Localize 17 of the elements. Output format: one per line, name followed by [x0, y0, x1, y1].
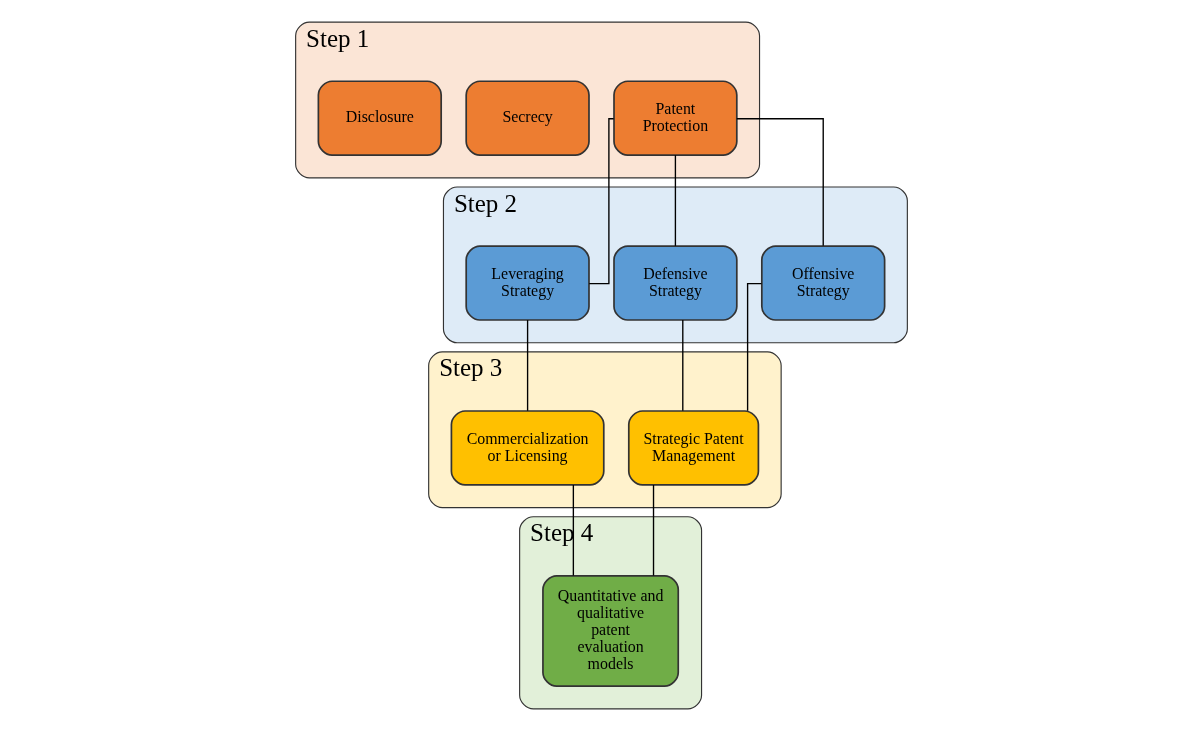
- connector: [652, 484, 654, 577]
- node-box: Offensive Strategy: [760, 245, 885, 321]
- connector: [681, 319, 683, 412]
- node-box: Disclosure: [317, 80, 442, 156]
- node-box: Secrecy: [464, 80, 590, 156]
- connector: [572, 484, 574, 577]
- connector: [526, 319, 528, 412]
- node-box: Strategic Patent Management: [627, 410, 759, 486]
- node-box: Patent Protection: [612, 80, 738, 156]
- node-box: Leveraging Strategy: [464, 245, 590, 321]
- node-box: Defensive Strategy: [612, 245, 738, 321]
- connector: [674, 154, 676, 247]
- node-box: Quantitative and qualitative patent evaluation models: [541, 575, 679, 687]
- node-box: Commercialization or Licensing: [450, 410, 605, 486]
- connector: [746, 282, 762, 412]
- connector: [588, 118, 614, 285]
- connector: [735, 118, 824, 247]
